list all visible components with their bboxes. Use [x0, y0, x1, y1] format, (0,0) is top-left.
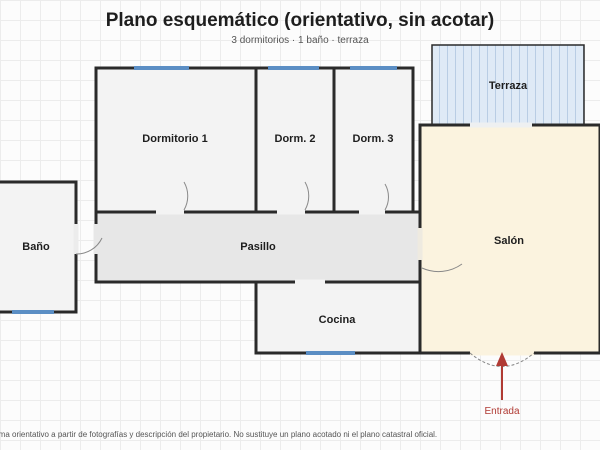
room-bano: Baño	[0, 180, 78, 314]
room-dorm-3: Dorm. 3	[332, 66, 415, 214]
terraza-label: Terraza	[489, 80, 528, 92]
cocina-label: Cocina	[319, 314, 357, 326]
windows	[12, 66, 397, 355]
plan-subtitle: 3 dormitorios · 1 baño · terraza	[231, 35, 369, 46]
room-cocina: Cocina	[254, 280, 422, 355]
room-salon: Salón	[418, 123, 600, 355]
door-swing-dormitorio-1	[183, 181, 189, 211]
dorm-2-label: Dorm. 2	[275, 133, 316, 145]
room-dormitorio-1: Dormitorio 1	[94, 66, 258, 214]
door-swing-salon	[421, 263, 463, 273]
pasillo-label: Pasillo	[240, 241, 276, 253]
footnote: Esquema orientativo a partir de fotograf…	[0, 430, 438, 439]
door-swing-bano	[75, 237, 103, 255]
room-dorm-2: Dorm. 2	[254, 66, 336, 214]
door-swing-dorm-2	[304, 181, 310, 211]
plan-title: Plano esquemático (orientativo, sin acot…	[105, 10, 495, 31]
dorm-3-label: Dorm. 3	[353, 133, 394, 145]
salon-label: Salón	[494, 235, 524, 247]
entrance-arrow-icon	[496, 352, 508, 366]
entrance-label: Entrada	[484, 406, 519, 417]
dormitorio-1-label: Dormitorio 1	[142, 133, 207, 145]
room-terraza: Terraza	[431, 44, 585, 126]
room-pasillo: Pasillo	[94, 210, 422, 284]
entrance-marker: Entrada	[484, 352, 520, 417]
bano-label: Baño	[22, 241, 50, 253]
door-swing-dorm-3	[384, 183, 389, 211]
